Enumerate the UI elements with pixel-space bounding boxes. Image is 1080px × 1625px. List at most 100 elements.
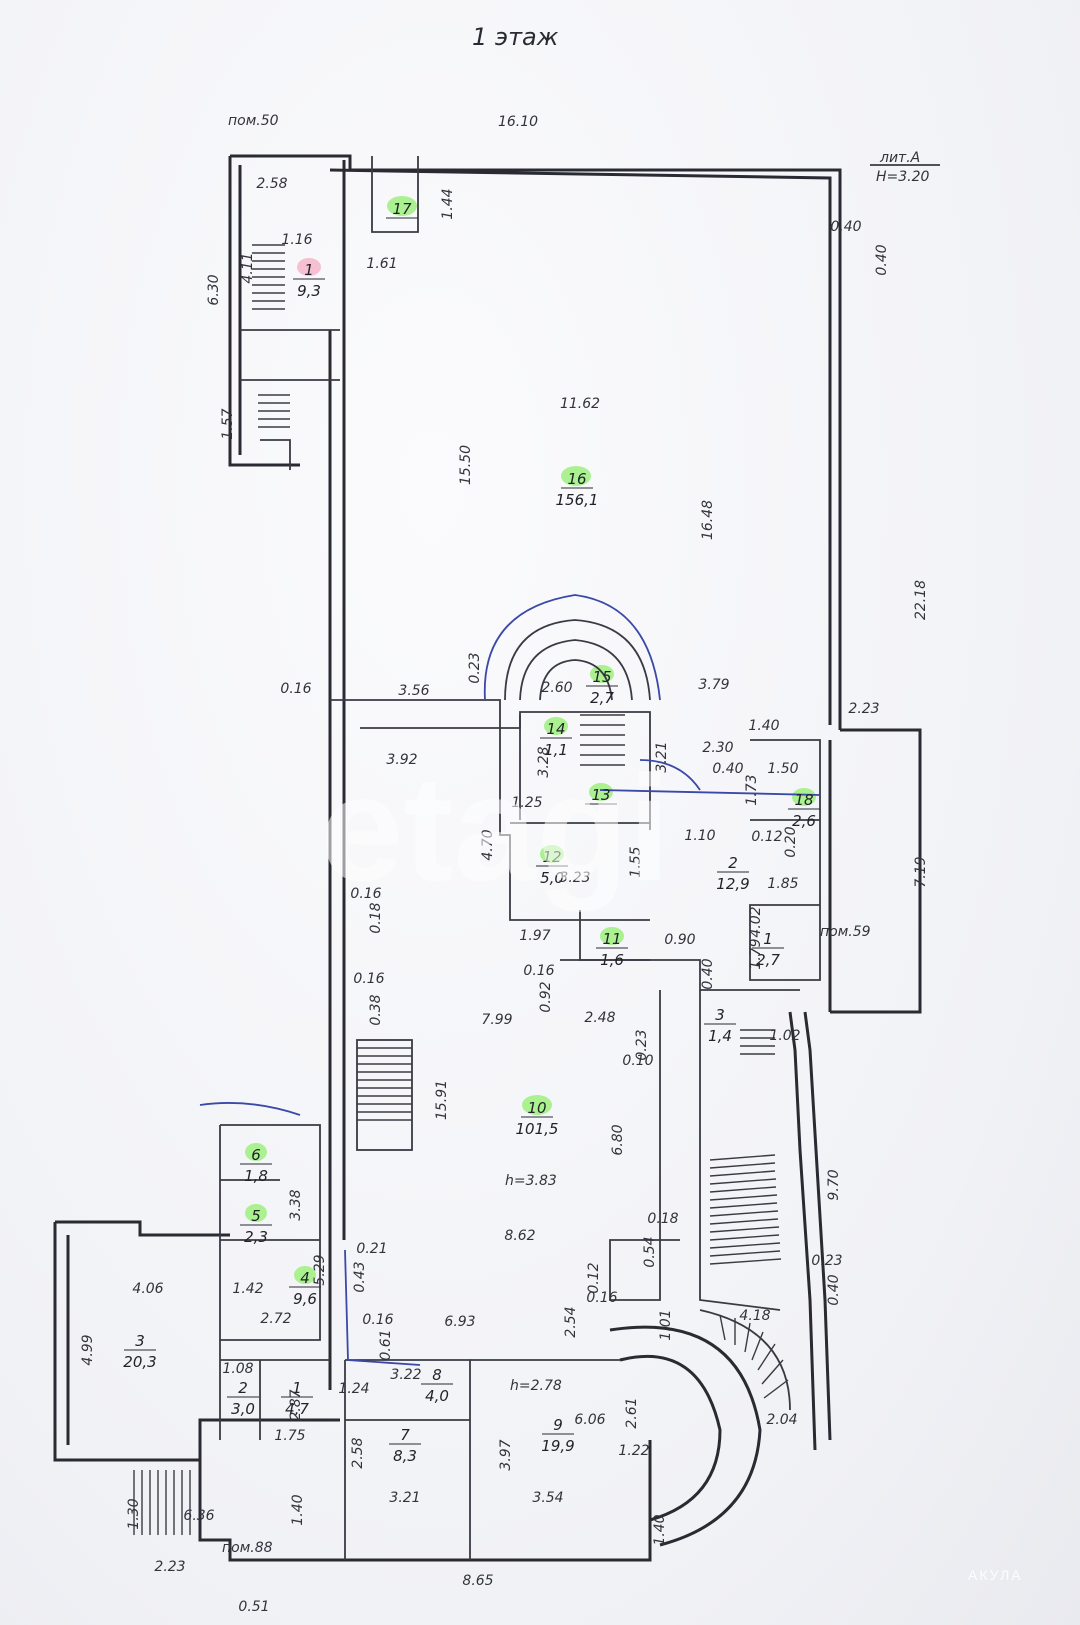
room-number-r5: 5 (251, 1207, 261, 1225)
room-number-r9: 9 (553, 1416, 563, 1434)
floor-title: 1 этаж (472, 23, 559, 51)
dimension-label: 3.28 (536, 746, 552, 777)
dimension-label: 3.97 (498, 1439, 514, 1470)
dimension-label: 0.40 (874, 244, 890, 275)
room-number-r8: 8 (432, 1366, 442, 1384)
highlight-room-11 (600, 927, 624, 945)
room-area-r2u: 12,9 (716, 875, 749, 893)
dimension-label: 2.04 (766, 1412, 797, 1428)
dimension-label: 0.10 (622, 1053, 653, 1069)
dimension-label: 1.44 (440, 188, 456, 219)
room-area-r3u: 1,4 (708, 1027, 732, 1045)
highlight-room-17 (387, 196, 417, 216)
highlight-room-6 (245, 1143, 267, 1161)
dimension-label: 1.50 (767, 761, 798, 777)
dimension-label: 4.70 (480, 829, 496, 860)
dimension-label: 0.12 (586, 1262, 602, 1293)
room-labels: 19,31716156,1152,7141,113125,0111,6182,6… (123, 200, 820, 1465)
dimension-label: 3.38 (288, 1189, 304, 1220)
dimension-label: 0.23 (467, 652, 483, 683)
dimension-label: 22.18 (913, 580, 929, 620)
inner-partitions (219, 156, 821, 1560)
dimension-label: 0.61 (378, 1329, 394, 1360)
room-number-r17: 17 (392, 200, 412, 218)
room-area-r2: 3,0 (231, 1400, 255, 1418)
dimension-label: 6.06 (574, 1412, 605, 1428)
dimension-label: 6.36 (183, 1508, 214, 1524)
highlight-room-16 (561, 466, 591, 486)
dimension-label: 2.87 (288, 1389, 304, 1420)
room-area-r11: 1,6 (600, 951, 624, 969)
room-number-r3: 3 (135, 1332, 145, 1350)
highlight-room-5 (245, 1204, 267, 1222)
dimension-label: 2.61 (624, 1397, 640, 1428)
dimension-label: 4.11 (240, 252, 256, 283)
room-area-r8: 4,0 (425, 1387, 449, 1405)
dimension-label: 2.54 (563, 1306, 579, 1337)
dimension-label: 0.23 (634, 1029, 650, 1060)
dimension-label: 1.61 (366, 256, 397, 272)
dimension-label: 1.42 (232, 1281, 263, 1297)
dimension-label: 0.92 (538, 981, 554, 1012)
dimension-label: 0.54 (642, 1236, 658, 1267)
dimension-label: 2.23 (848, 701, 879, 717)
lit-height: H=3.20 (876, 169, 930, 185)
dimension-label: 2.48 (584, 1010, 615, 1026)
dimension-label: 0.16 (523, 963, 554, 979)
room-number-r2u: 2 (728, 854, 738, 872)
corner-watermark: АКУЛА (968, 1567, 1023, 1583)
room-area-r10: 101,5 (516, 1120, 559, 1138)
dimension-label: 8.62 (504, 1228, 535, 1244)
room-area-r3: 20,3 (123, 1353, 156, 1371)
dimension-label: 0.16 (280, 681, 311, 697)
dimension-label: 6.30 (206, 274, 222, 305)
dimension-label: 2.58 (350, 1437, 366, 1468)
dimension-label: 3.22 (390, 1367, 421, 1383)
room-area-r5: 2,3 (244, 1228, 268, 1246)
room-number-r18: 18 (794, 791, 813, 809)
room-number-r1: 1 (304, 261, 314, 279)
highlight-room-14 (544, 717, 568, 735)
dimension-label: 0.38 (368, 994, 384, 1025)
pen-corrections (199, 594, 821, 1366)
dimension-label: 3.56 (398, 683, 429, 699)
room-area-r4: 9,6 (293, 1290, 317, 1308)
dimension-labels: 16.102.581.164.116.301.571.441.610.400.4… (80, 114, 929, 1615)
outer-walls (53, 154, 922, 1562)
highlight-room-15 (590, 665, 614, 683)
dimension-label: 3.79 (698, 677, 729, 693)
dimension-label: 0.16 (350, 886, 381, 902)
label-pom88: пом.88 (222, 1540, 273, 1556)
highlight-room-13 (589, 783, 613, 801)
dimension-label: 4.18 (739, 1308, 770, 1324)
room-number-r16: 16 (567, 470, 586, 488)
room-10-height: h=3.83 (505, 1173, 557, 1189)
dimension-label: 4.99 (80, 1334, 96, 1365)
dimension-label: 0.18 (368, 902, 384, 933)
dimension-label: 1.30 (126, 1498, 142, 1529)
room-number-r10: 10 (527, 1099, 546, 1117)
dimension-label: 2.60 (541, 680, 572, 696)
dimension-label: 1.24 (338, 1381, 369, 1397)
dimension-label: 0.90 (664, 932, 695, 948)
dimension-label: 2.23 (154, 1559, 185, 1575)
room-area-r7: 8,3 (393, 1447, 417, 1465)
dimension-label: 4.06 (132, 1281, 163, 1297)
dimension-label: 1.85 (767, 876, 798, 892)
room-number-r2: 2 (238, 1379, 248, 1397)
dimension-label: 8.65 (462, 1573, 493, 1589)
dimension-label: 0.20 (783, 826, 799, 857)
dimension-label: 3.92 (386, 752, 417, 768)
dimension-label: 0.18 (647, 1211, 678, 1227)
highlight-room-18 (792, 788, 816, 806)
dimension-label: 0.40 (830, 219, 861, 235)
dimension-label: 1.73 (744, 774, 760, 805)
room-number-r3u: 3 (715, 1006, 725, 1024)
dimension-label: 6.93 (444, 1314, 475, 1330)
room-number-r14: 14 (546, 720, 565, 738)
dimension-label: 15.50 (458, 445, 474, 485)
dimension-label: 7.99 (481, 1012, 512, 1028)
dimension-label: 1.02 (769, 1028, 800, 1044)
